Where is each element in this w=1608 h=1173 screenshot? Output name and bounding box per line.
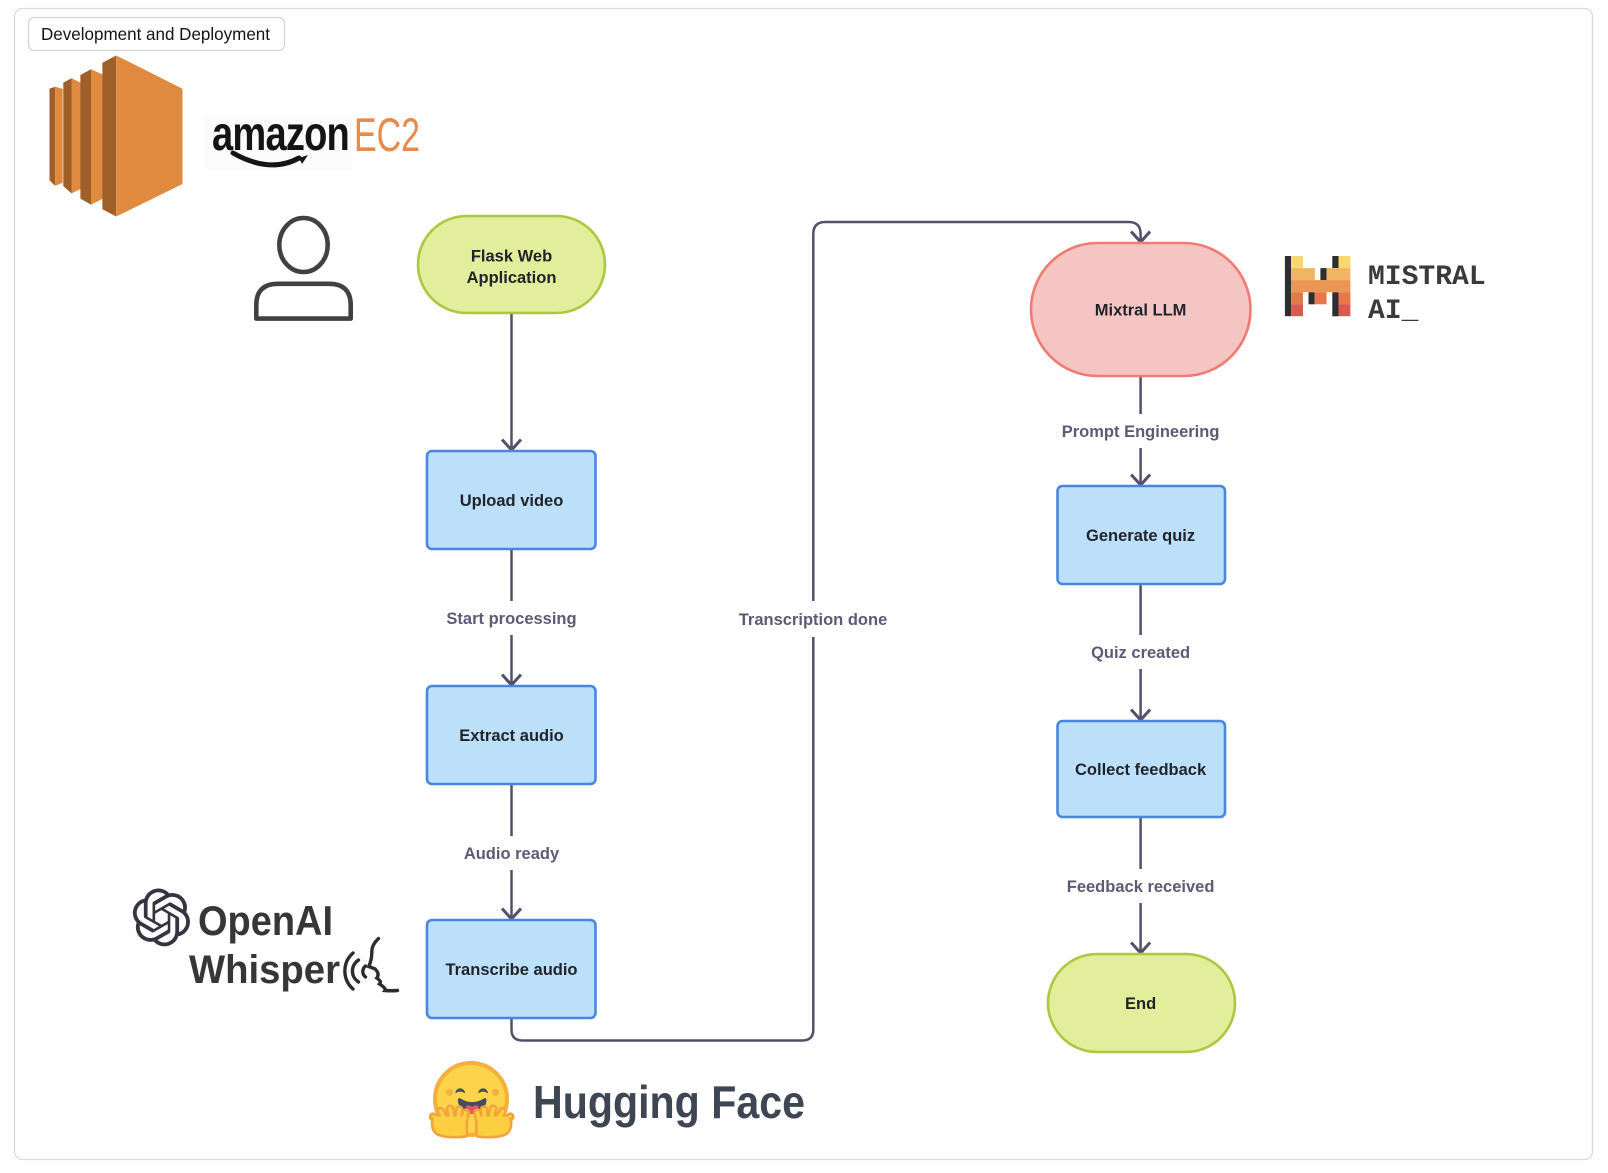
svg-text:Mixtral LLM: Mixtral LLM (1095, 301, 1187, 319)
svg-text:Transcribe audio: Transcribe audio (445, 961, 577, 979)
svg-text:Collect feedback: Collect feedback (1075, 761, 1207, 779)
svg-text:Prompt Engineering: Prompt Engineering (1062, 423, 1220, 441)
svg-text:Transcription done: Transcription done (739, 611, 888, 629)
svg-text:Flask Web: Flask Web (471, 248, 552, 266)
svg-text:Whisper: Whisper (189, 948, 340, 992)
svg-text:Quiz created: Quiz created (1091, 644, 1190, 662)
svg-text:Development and Deployment: Development and Deployment (41, 24, 270, 44)
svg-text:Audio ready: Audio ready (464, 845, 560, 863)
svg-text:End: End (1125, 995, 1156, 1013)
svg-text:EC2: EC2 (354, 108, 420, 161)
svg-text:MISTRAL: MISTRAL (1368, 262, 1486, 293)
svg-text:Feedback received: Feedback received (1067, 878, 1215, 896)
svg-text:AI_: AI_ (1368, 296, 1419, 327)
svg-text:Upload video: Upload video (460, 492, 564, 510)
svg-text:Application: Application (467, 269, 557, 287)
svg-text:Extract audio: Extract audio (459, 727, 564, 745)
svg-text:Hugging Face: Hugging Face (533, 1076, 805, 1128)
svg-text:Generate quiz: Generate quiz (1086, 527, 1195, 545)
svg-text:Start processing: Start processing (446, 610, 576, 628)
svg-text:OpenAI: OpenAI (198, 897, 333, 944)
